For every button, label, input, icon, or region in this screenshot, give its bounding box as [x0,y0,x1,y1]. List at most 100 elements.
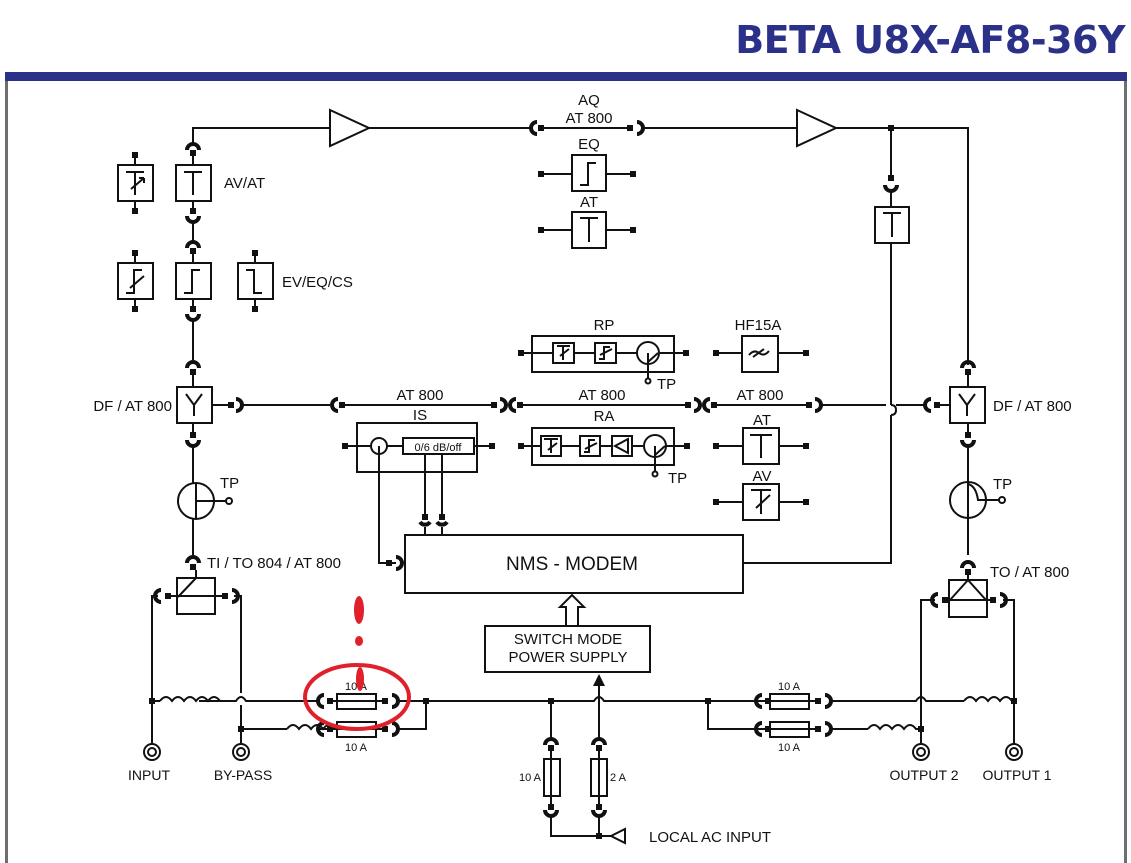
is-label: IS [413,407,427,424]
psu-label-line1: SWITCH MODE [514,631,622,648]
rp-module[interactable] [518,335,689,385]
switch-mode-power-supply[interactable] [484,625,651,673]
left-diplexer[interactable] [176,360,244,448]
attenuator-icon [580,217,598,242]
right-output-module-label: TO / AT 800 [990,564,1069,581]
variable-attenuator-icon [544,438,558,453]
cable-simulator-icon [246,269,262,294]
is-module[interactable]: 0/6 dB/off [342,422,495,564]
bypass-label: BY-PASS [214,767,272,783]
header-accent-bar [5,72,1127,81]
cable-simulator-plugin[interactable] [237,250,274,312]
right-testpoint[interactable] [949,481,1006,519]
variable-equalizer-plugin[interactable] [117,250,154,312]
at-plugin[interactable] [538,211,636,249]
aq-plugin-connector[interactable] [529,120,645,136]
diplexer-icon [185,393,203,416]
local-fuse-10a-label: 10 A [519,772,542,784]
power-arrow-icon [557,593,587,626]
output1-connector[interactable] [1005,743,1023,761]
right-diplexer-label: DF / AT 800 [993,398,1072,415]
return-at800-right-label: AT 800 [737,387,784,404]
hf15a-label: HF15A [735,317,782,334]
left-input-module[interactable] [151,555,242,750]
return-at800-left-plugin[interactable] [330,397,508,413]
eq-plugin[interactable] [538,154,636,192]
eq-label: EQ [578,136,600,153]
inductor-icon [159,696,221,703]
page-title: BETA U8X-AF8-36Y [735,18,1125,62]
return-av-plugin[interactable] [713,483,809,521]
return-at-label: AT [753,412,771,429]
is-switch-label: 0/6 dB/off [415,442,463,454]
output-fuse-top-label: 10 A [778,681,801,693]
frame-border-left [5,81,8,863]
power-feed-arrow-icon [593,674,605,686]
variable-attenuator-icon [126,171,145,195]
nms-modem[interactable] [386,514,744,594]
diplexer-icon [958,393,976,416]
exclamation-bar [356,667,364,691]
av-at-plugin-slot[interactable] [175,142,212,224]
input-fuse-bottom-label: 10 A [345,742,368,754]
splitter-icon [945,575,992,601]
forward-path-wires [192,127,969,564]
return-av-label: AV [753,468,772,485]
output2-connector[interactable] [912,743,930,761]
right-diplexer[interactable] [923,360,986,448]
equalizer-icon [184,269,200,294]
variable-equalizer-icon [126,269,145,294]
left-input-module-label: TI / TO 804 / AT 800 [207,555,341,572]
left-diplexer-label: DF / AT 800 [93,398,172,415]
return-at800-left-label: AT 800 [397,387,444,404]
bypass-connector[interactable] [232,743,250,761]
local-fuse-2a[interactable] [590,737,608,818]
left-testpoint[interactable] [177,482,233,520]
variable-attenuator-icon [751,489,771,514]
right-tp-label: TP [993,476,1012,493]
hf15a-filter-plugin[interactable] [713,335,809,373]
aq-label: AQ [578,92,600,109]
local-ac-input-icon[interactable] [608,827,626,845]
return-at800-mid-plugin[interactable] [508,397,702,413]
left-tp-label: TP [220,475,239,492]
right-output-module[interactable] [920,560,1015,750]
amplifier-icon [796,108,839,148]
ev-eq-cs-plugin-slot[interactable] [175,240,212,322]
output-fuse-bottom[interactable] [754,721,833,738]
variable-attenuator-plugin[interactable] [117,152,154,214]
output-fuse-bottom-label: 10 A [778,742,801,754]
ra-module[interactable] [518,427,690,478]
tap-splitter-icon [168,570,226,598]
output2-label: OUTPUT 2 [890,767,959,783]
frame-border-right [1124,81,1127,863]
variable-attenuator-icon [557,345,570,360]
highlight-circle [303,663,411,731]
ra-tp-label: TP [668,470,687,487]
right-at-plugin[interactable] [874,175,910,244]
equalizer-icon [580,162,596,186]
amplifier-icon [329,108,372,148]
inductor-icon [286,724,336,731]
input-connector[interactable] [143,743,161,761]
attenuator-icon [750,434,772,458]
ev-eq-cs-label: EV/EQ/CS [282,274,353,291]
local-fuse-2a-label: 2 A [610,772,627,784]
input-label: INPUT [128,767,170,783]
local-ac-input-label: LOCAL AC INPUT [649,829,771,846]
av-at-label: AV/AT [224,175,265,192]
rp-tp-label: TP [657,376,676,393]
attenuator-icon [184,171,202,195]
exclamation-icon [354,596,364,646]
at-label: AT [580,194,598,211]
variable-equalizer-icon [584,439,598,453]
testpoint-coupler-icon [647,352,659,378]
local-fuse-10a[interactable] [543,737,561,818]
amplifier-icon [612,437,629,455]
input-fuse-top[interactable] [316,693,400,710]
output-fuse-top[interactable] [754,693,833,710]
highpass-filter-icon [748,348,770,358]
return-at-plugin[interactable] [713,427,809,465]
testpoint-coupler-icon [654,445,666,471]
